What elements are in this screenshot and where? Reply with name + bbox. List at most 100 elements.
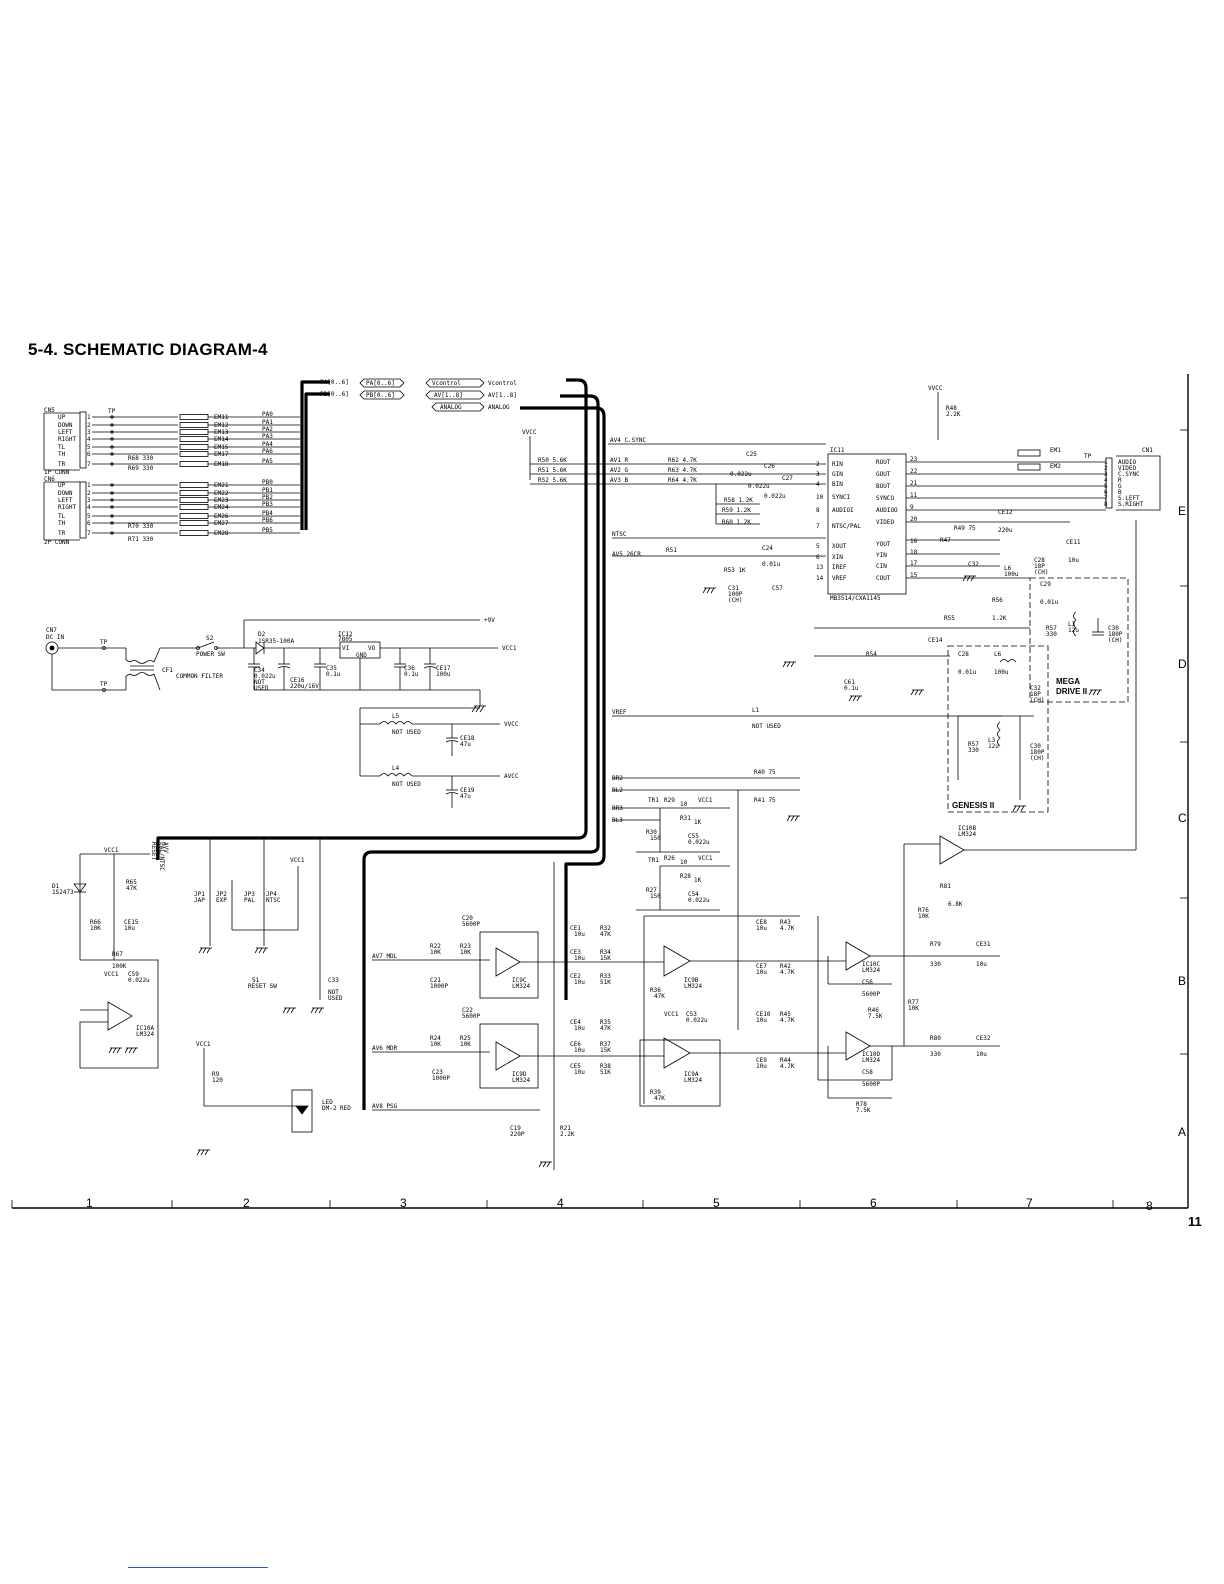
mega-c30-value: 180P [1108,631,1123,638]
cn1-pin-name: VIDEO [1118,465,1136,472]
r58-label: R58 1.2K [724,497,753,504]
port-net-label: PB2 [262,494,273,501]
analog-tag: ANALOG [440,404,462,411]
ic9b-symbol [663,945,691,977]
r23-value: 10K [460,949,471,956]
ic11-pin-number: 13 [816,564,824,571]
led-value: DM-2 RED [322,1105,351,1112]
r65-label: R65 [126,879,137,886]
ground-icon [116,1047,121,1054]
port-node [110,415,114,419]
emi-filter-label: EM17 [214,451,229,458]
vcontrol-tag: Vcontrol [432,380,461,387]
ce16-value: 220u/16V [290,683,319,690]
c31-value: 100P [728,591,743,598]
ce11-value: 10u [1068,557,1079,564]
port-pin-name: DOWN [58,490,73,497]
bus-vertical-label: PAL/NTSC [158,842,165,871]
cn1-pin-name: S.RIGHT [1118,501,1144,508]
genesis-c28: C28 [958,651,969,658]
c34-label: C34 [254,667,265,674]
c24-value: 0.01u [762,561,780,568]
emi-filter [179,414,209,420]
ce17-label: CE17 [436,665,451,672]
r25-value: 10K [460,1041,471,1048]
r36-label: R36 [650,987,661,994]
emi-filter-label: EM24 [214,504,229,511]
genesis-c32-type: (CH) [1030,697,1044,704]
ic9d-value: LM324 [512,1077,530,1084]
r34-value: 15K [600,955,611,962]
l1-value: NOT USED [752,723,781,730]
r76-label: R76 [918,907,929,914]
cn7-label: CN7 [46,627,57,634]
c34-value: 0.022u [254,673,276,680]
r66-label: R66 [90,919,101,926]
av5-net: AV5 26CR [612,551,641,558]
c28-value: 18P [1034,563,1045,570]
port-net-label: PB5 [262,527,273,534]
ce6-value: 10u [574,1047,585,1054]
ic10d-value: LM324 [862,1057,880,1064]
vcc1-label: VCC1 [698,855,713,862]
cn6-title: 2P CONN [44,539,70,546]
ic11-pin-number: 11 [910,492,918,499]
s1-label: S1 [252,977,260,984]
port-net-label: PB0 [262,479,273,486]
r30-label: R30 [646,829,657,836]
r9-label: R9 [212,1071,220,1078]
ground-icon [970,575,975,582]
mega-r57-value: 330 [1046,631,1057,638]
ic11-pin-name: VIDEO [876,519,894,526]
cn5-title: 1P CONN [44,469,70,476]
r40-label: R40 75 [754,769,776,776]
r26-value: 10 [680,859,688,866]
bus-vertical-label: AVV [162,842,169,853]
emi-filter-label: EM28 [214,530,229,537]
ce12-label: CE12 [998,509,1013,516]
ic11-pin-number: 17 [910,560,918,567]
ic10c-label: IC10C [862,961,880,968]
r24-label: R24 [430,1035,441,1042]
r26-label: R26 [664,855,675,862]
row-label: E [1178,504,1186,518]
column-label: 1 [86,1196,93,1210]
ce32-value: 10u [976,1051,987,1058]
c35-value: 0.1u [326,671,341,678]
r54-label: R54 [866,651,877,658]
port-pin-name: TR [58,461,66,468]
ic11-pin-number: 20 [910,516,918,523]
column-label: 4 [557,1196,564,1210]
ground-icon [124,1047,129,1054]
cn1-pin-number: 7 [1104,495,1108,502]
r22-label: R22 [430,943,441,950]
port-pin-name: UP [58,414,66,421]
r69-label: R69 330 [128,465,154,472]
c34-note2: USED [254,685,269,692]
r71-label: R71 330 [128,536,154,543]
signal-buses [156,378,606,1110]
tr1-label: TR1 [648,797,659,804]
jp1-value: JAP [194,897,205,904]
emi-filter [179,444,209,450]
ic11-pin-number: 3 [816,471,820,478]
r39-label: R39 [650,1089,661,1096]
cf1-label: CF1 [162,667,173,674]
r76-value: 10K [918,913,929,920]
port-net-label: PA0 [262,411,273,418]
ic11-pin-number: 15 [910,572,918,579]
ce15-label: CE15 [124,919,139,926]
cn1-pin-name: S.LEFT [1118,495,1140,502]
emi-filter [179,530,209,536]
ic11-pin-name: SYNCI [832,494,850,501]
ic11-pin-number: 5 [816,543,820,550]
r63-label: R63 4.7K [668,467,697,474]
r51a-label: R51 5.6K [538,467,567,474]
c31-label: C31 [728,585,739,592]
ground-icon [1088,689,1093,696]
r68-label: R68 330 [128,455,154,462]
genesis-box: GENESIS II C28 0.01u L6 100u C32 18P (CH… [947,645,1049,813]
c59-label: C59 [128,971,139,978]
c21-label: C21 [430,977,441,984]
analog-label: ANALOG [488,404,510,411]
